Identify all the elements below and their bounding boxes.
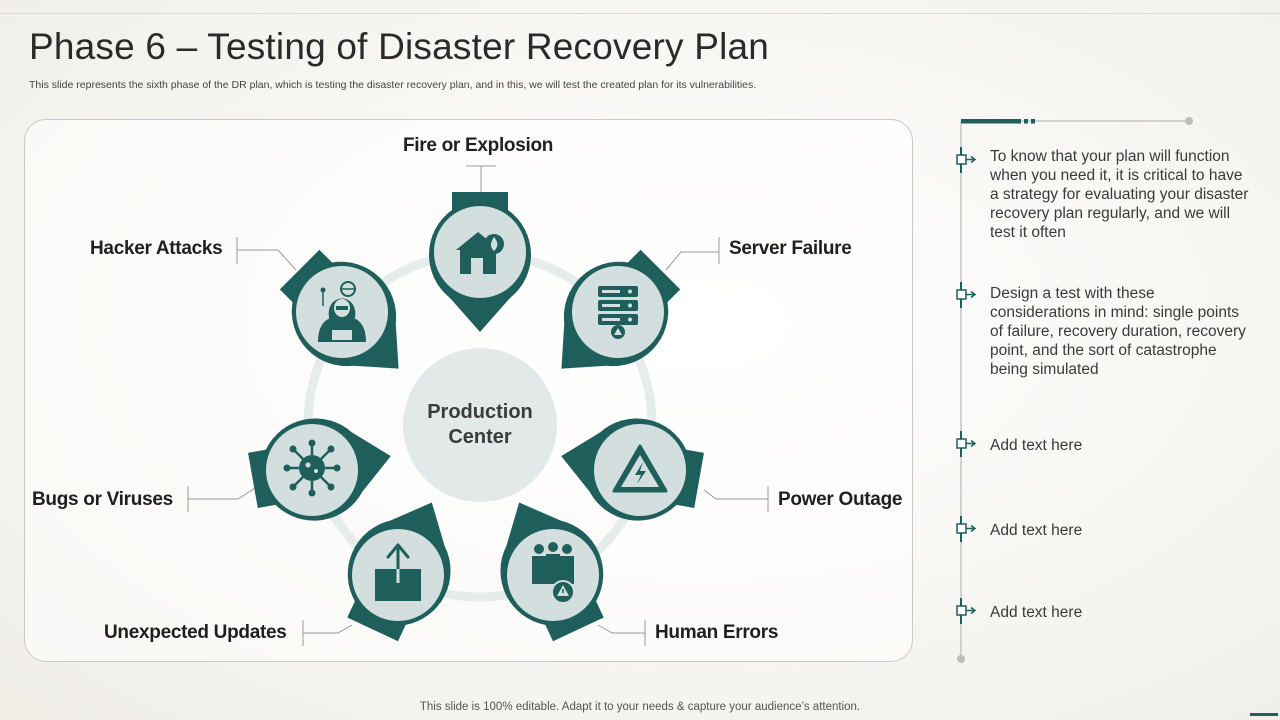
upload-box-icon: [375, 543, 421, 601]
high-voltage-warning-icon: [612, 444, 668, 493]
timeline-marker: [956, 431, 977, 457]
node-fire-or-explosion: [428, 192, 532, 332]
corner-accent: [1250, 713, 1278, 716]
hacker-icon: [318, 281, 366, 342]
production-center-circle: [403, 348, 557, 502]
timeline-text-4: Add text here: [990, 522, 1083, 539]
label-hacker-attacks: Hacker Attacks: [90, 238, 223, 259]
label-bugs-or-viruses: Bugs or Viruses: [32, 489, 173, 510]
label-server-failure: Server Failure: [729, 238, 852, 259]
slide-title: Phase 6 – Testing of Disaster Recovery P…: [29, 26, 770, 67]
timeline-text-5: Add text here: [990, 604, 1083, 621]
server-rack-icon: [598, 286, 638, 339]
slide-footer: This slide is 100% editable. Adapt it to…: [419, 701, 861, 713]
timeline: [956, 117, 1193, 663]
label-power-outage: Power Outage: [778, 489, 903, 510]
connector-lines: [187, 165, 769, 646]
people-warning-icon: [532, 542, 575, 604]
timeline-text-1: To know that your plan will function whe…: [990, 148, 1249, 241]
house-fire-icon: [456, 232, 504, 274]
virus-icon: [283, 439, 341, 497]
timeline-text-3: Add text here: [990, 437, 1083, 454]
top-divider: [0, 13, 1280, 14]
timeline-marker: [956, 282, 977, 308]
timeline-marker: [956, 516, 977, 542]
timeline-text-2: Design a test with these considerations …: [990, 285, 1246, 378]
label-unexpected-updates: Unexpected Updates: [104, 622, 287, 643]
label-human-errors: Human Errors: [655, 622, 779, 643]
timeline-marker: [956, 147, 977, 173]
label-fire-or-explosion: Fire or Explosion: [403, 135, 554, 156]
slide-subtitle: This slide represents the sixth phase of…: [29, 79, 757, 91]
timeline-marker: [956, 598, 977, 624]
